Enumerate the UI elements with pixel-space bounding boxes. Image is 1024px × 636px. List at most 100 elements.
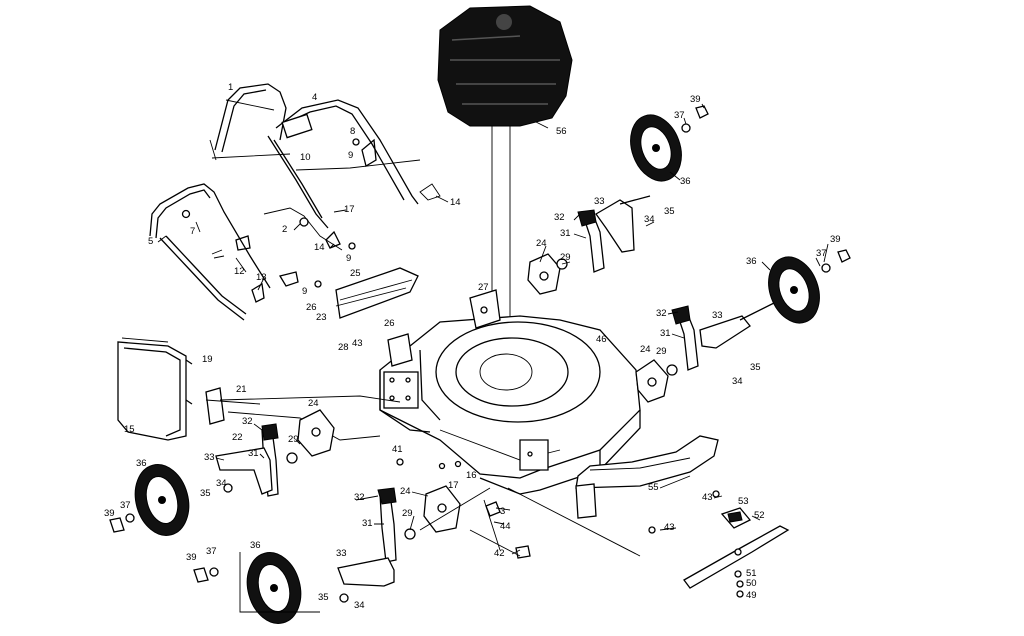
label-39: 39 <box>690 94 701 105</box>
label-25: 25 <box>350 268 361 279</box>
label-13: 13 <box>256 272 267 283</box>
label-19: 19 <box>202 354 213 365</box>
label-29: 29 <box>402 508 413 519</box>
handle-hardware <box>181 138 441 303</box>
grass-bag <box>117 337 193 441</box>
label-33: 33 <box>594 196 605 207</box>
wheel-front-right <box>630 105 709 182</box>
label-51: 51 <box>746 568 757 579</box>
label-33: 33 <box>336 548 347 559</box>
label-3: 3 <box>500 506 505 517</box>
leader-lines <box>157 103 829 555</box>
label-26: 26 <box>306 302 317 313</box>
label-31: 31 <box>660 328 671 339</box>
label-29: 29 <box>656 346 667 357</box>
adjuster-rear-right <box>635 299 781 403</box>
label-50: 50 <box>746 578 757 589</box>
label-26: 26 <box>384 318 395 329</box>
label-32: 32 <box>242 416 253 427</box>
label-36: 36 <box>746 256 757 267</box>
label-35: 35 <box>664 206 675 217</box>
label-17: 17 <box>344 204 355 215</box>
label-17: 17 <box>448 480 459 491</box>
adjuster-front-right <box>527 195 651 295</box>
label-36: 36 <box>136 458 147 469</box>
rear-hinge-parts <box>205 387 401 441</box>
engine <box>437 5 573 127</box>
label-8: 8 <box>350 126 355 137</box>
label-34: 34 <box>644 214 655 225</box>
deck-fasteners <box>396 458 720 559</box>
label-52: 52 <box>754 510 765 521</box>
label-37: 37 <box>674 110 685 121</box>
deck-hinge-bracket <box>335 267 501 367</box>
label-2: 2 <box>282 224 287 235</box>
label-36: 36 <box>680 176 691 187</box>
label-35: 35 <box>318 592 329 603</box>
label-22: 22 <box>232 432 243 443</box>
label-31: 31 <box>362 518 373 529</box>
adjuster-rear-left <box>337 485 461 603</box>
blade <box>683 525 790 589</box>
label-37: 37 <box>120 500 131 511</box>
label-46: 46 <box>596 334 607 345</box>
label-37: 37 <box>206 546 217 557</box>
wheel-rear-right <box>768 249 851 324</box>
label-34: 34 <box>216 478 227 489</box>
label-31: 31 <box>248 448 259 459</box>
part-labels: 1 4 8 9 10 14 17 2 14 9 7 5 12 13 9 25 2… <box>104 82 841 611</box>
wheel-front-left <box>109 464 190 536</box>
wheel-rear-left <box>193 552 320 624</box>
label-36: 36 <box>250 540 261 551</box>
label-44: 44 <box>500 521 511 532</box>
label-42: 42 <box>494 548 505 559</box>
label-14: 14 <box>450 197 461 208</box>
label-10: 10 <box>300 152 311 163</box>
label-4: 4 <box>312 92 317 103</box>
control-cable <box>263 207 343 251</box>
lower-handle <box>149 183 271 321</box>
label-12: 12 <box>234 266 245 277</box>
label-16: 16 <box>466 470 477 481</box>
label-5: 5 <box>148 236 153 247</box>
label-37: 37 <box>816 248 827 259</box>
label-56: 56 <box>556 126 567 137</box>
blade-adapter <box>720 507 752 598</box>
label-15: 15 <box>124 424 135 435</box>
label-29: 29 <box>288 434 299 445</box>
mower-deck <box>379 315 641 495</box>
label-24: 24 <box>400 486 411 497</box>
label-49: 49 <box>746 590 757 601</box>
label-9: 9 <box>346 253 351 264</box>
label-35: 35 <box>200 488 211 499</box>
label-53: 53 <box>738 496 749 507</box>
label-39: 39 <box>104 508 115 519</box>
label-34: 34 <box>732 376 743 387</box>
label-14: 14 <box>314 242 325 253</box>
label-39: 39 <box>186 552 197 563</box>
label-34: 34 <box>354 600 365 611</box>
label-7: 7 <box>190 226 195 237</box>
label-32: 32 <box>656 308 667 319</box>
label-33: 33 <box>204 452 215 463</box>
mid-handle <box>267 99 421 229</box>
adjuster-front-left <box>215 409 335 497</box>
label-24: 24 <box>536 238 547 249</box>
label-41: 41 <box>392 444 403 455</box>
label-24: 24 <box>640 344 651 355</box>
label-27: 27 <box>478 282 489 293</box>
label-31: 31 <box>560 228 571 239</box>
label-23: 23 <box>316 312 327 323</box>
label-28: 28 <box>338 342 349 353</box>
label-21: 21 <box>236 384 247 395</box>
label-9: 9 <box>302 286 307 297</box>
label-43: 43 <box>664 522 675 533</box>
label-9: 9 <box>348 150 353 161</box>
label-35: 35 <box>750 362 761 373</box>
upper-handle <box>209 83 291 161</box>
label-32: 32 <box>354 492 365 503</box>
label-43: 43 <box>702 492 713 503</box>
label-55: 55 <box>648 482 659 493</box>
label-32: 32 <box>554 212 565 223</box>
